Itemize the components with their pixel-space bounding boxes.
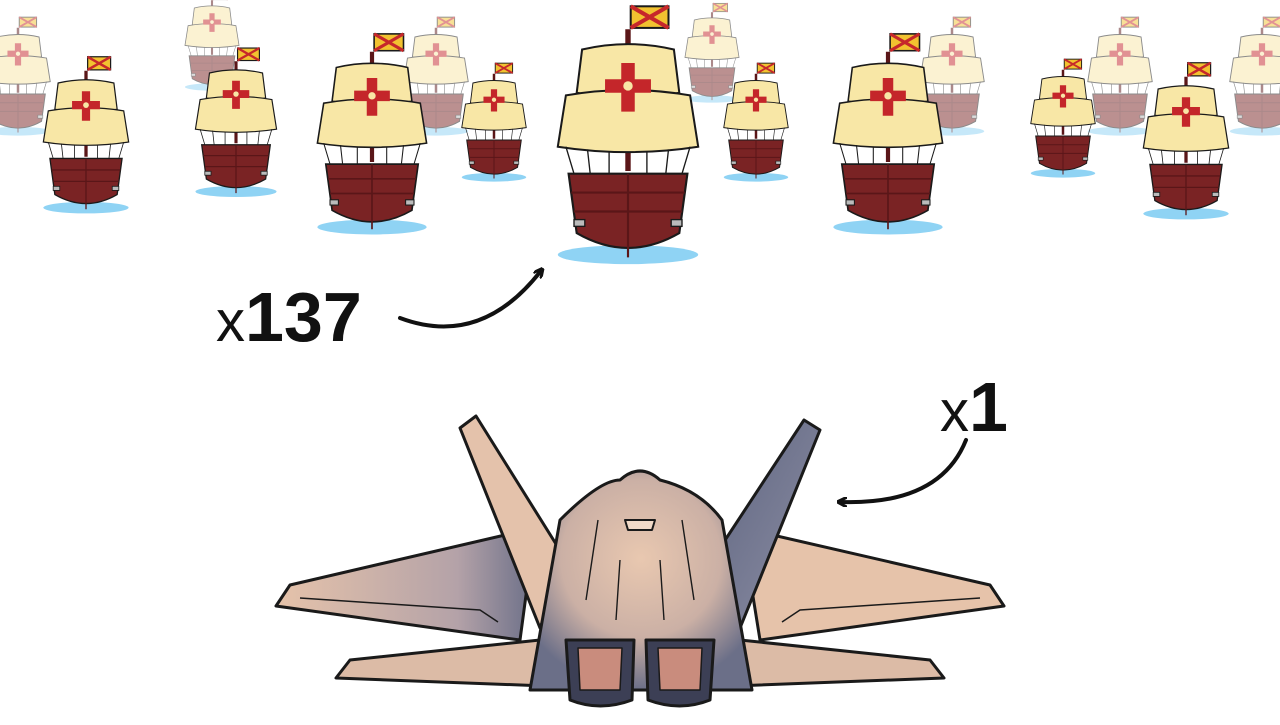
- caravel-ship: [1141, 61, 1231, 222]
- fleet-count-label: x137: [216, 282, 362, 352]
- fighter-jet-icon: [274, 414, 1006, 708]
- caravel-ship: [558, 6, 698, 264]
- caravel-ship: [41, 55, 131, 216]
- fleet-count-prefix: x: [216, 289, 245, 354]
- jet-count-prefix: x: [940, 379, 969, 444]
- jet-count-label: x1: [940, 372, 1008, 442]
- arrow-icon: [842, 438, 968, 502]
- fleet-count-value: 137: [245, 278, 362, 356]
- arrow-icon: [398, 272, 540, 329]
- jet-count-value: 1: [969, 368, 1008, 446]
- caravel-ship: [460, 61, 528, 183]
- caravel-ship: [1029, 57, 1097, 179]
